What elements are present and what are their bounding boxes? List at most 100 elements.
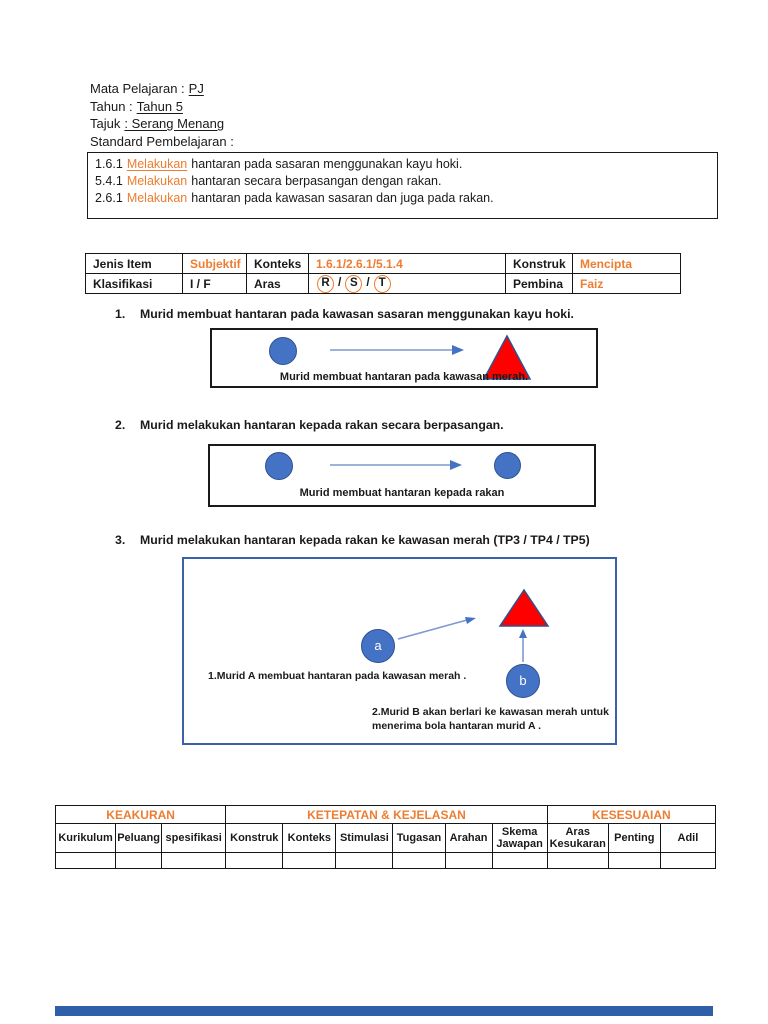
diagram-shapes (397, 588, 550, 662)
cell-pembina: Pembina (505, 273, 573, 294)
empty-cell (659, 852, 717, 869)
empty-cell (444, 852, 493, 869)
cell-jenis-item: Jenis Item (85, 253, 183, 274)
exercise-box-3: a b 1.Murid A membuat hantaran pada kawa… (182, 557, 617, 745)
aras-letter-s: S (345, 274, 363, 293)
col-adil: Adil (659, 823, 717, 853)
pass-arrow-icon (465, 617, 476, 624)
year-line: Tahun :Tahun 5 (90, 98, 234, 116)
pass-arrow-icon (330, 460, 462, 470)
col-stimulasi: Stimulasi (335, 823, 394, 853)
col-konstruk: Konstruk (225, 823, 284, 853)
group-kesesuaian: KESESUAIAN (546, 805, 717, 824)
cell-aras: Aras (246, 273, 309, 294)
student-circle-icon (494, 452, 521, 479)
standard-code: 1.6.1 (95, 157, 123, 171)
cell-subjektif: Subjektif (182, 253, 247, 274)
empty-cell (115, 852, 163, 869)
standards-line: Standard Pembelajaran : (90, 133, 234, 151)
empty-cell (161, 852, 227, 869)
item-1-heading: 1. Murid membuat hantaran pada kawasan sa… (115, 307, 574, 321)
cell-konstruk: Konstruk (505, 253, 573, 274)
item-number: 3. (115, 533, 126, 547)
col-aras-kesukaran: Aras Kesukaran (546, 823, 609, 853)
col-spesifikasi: spesifikasi (161, 823, 227, 853)
group-ketepatan: KETEPATAN & KEJELASAN (225, 805, 548, 824)
standard-text: hantaran pada sasaran menggunakan kayu h… (191, 157, 463, 171)
note-1: 1.Murid A membuat hantaran pada kawasan … (208, 670, 467, 682)
item-text: Murid melakukan hantaran kepada rakan se… (140, 418, 504, 432)
aras-letter-t: T (373, 274, 391, 293)
col-konteks: Konteks (282, 823, 337, 853)
separator: / (366, 274, 370, 289)
subject-value: PJ (188, 81, 204, 96)
target-triangle-icon (498, 588, 550, 627)
box-caption: Murid membuat hantaran kepada rakan (299, 487, 505, 499)
rubric-table: KEAKURAN KETEPATAN & KEJELASAN KESESUAIA… (54, 805, 717, 869)
item-number: 1. (115, 307, 126, 321)
title-line: Tajuk: Serang Menang (90, 115, 234, 133)
empty-cell (335, 852, 394, 869)
cell-klasifikasi-value: I / F (182, 273, 247, 294)
separator: / (338, 274, 342, 289)
student-b-circle: b (506, 664, 540, 698)
note-2-line2: menerima bola hantaran murid A . (372, 720, 542, 732)
empty-cell (607, 852, 661, 869)
empty-cell (491, 852, 548, 869)
item-2-heading: 2.Murid melakukan hantaran kepada rakan … (115, 418, 504, 432)
subject-line: Mata Pelajaran :PJ (90, 80, 234, 98)
empty-cell (225, 852, 284, 869)
note-2-line1: 2.Murid B akan berlari ke kawasan merah … (372, 706, 609, 718)
run-arrow-icon (519, 629, 527, 638)
cell-konteks-value: 1.6.1/2.6.1/5.1.4 (308, 253, 506, 274)
empty-cell (546, 852, 609, 869)
cell-konstruk-value: Mencipta (572, 253, 681, 274)
cell-aras-value: R/S/T (308, 273, 506, 294)
item-text: Murid membuat hantaran pada kawasan sasa… (140, 307, 574, 321)
table-row: Jenis Item Subjektif Konteks 1.6.1/2.6.1… (85, 253, 681, 274)
student-circle-icon (265, 452, 293, 480)
standard-code: 5.4.1 (95, 174, 123, 188)
col-kurikulum: Kurikulum (54, 823, 117, 853)
table-row: Klasifikasi I / F Aras R/S/T Pembina Fai… (85, 273, 681, 294)
col-penting: Penting (607, 823, 661, 853)
student-circle-icon (269, 337, 297, 365)
cell-klasifikasi: Klasifikasi (85, 273, 183, 294)
col-tugasan: Tugasan (392, 823, 446, 853)
pass-arrow-icon (330, 334, 532, 380)
rubric-empty-row (54, 852, 717, 869)
next-page-edge (55, 1006, 713, 1016)
exercise-box-1: Murid membuat hantaran pada kawasan mera… (210, 328, 598, 388)
standards-label: Standard Pembelajaran : (90, 133, 234, 149)
student-a-circle: a (361, 629, 395, 663)
col-skema-jawapan: Skema Jawapan (491, 823, 548, 853)
standard-verb: Melakukan (126, 191, 188, 205)
box-caption: Murid membuat hantaran pada kawasan mera… (279, 371, 529, 383)
rubric-header-row: Kurikulum Peluang spesifikasi Konstruk K… (54, 823, 717, 853)
col-peluang: Peluang (115, 823, 163, 853)
item-info-table: Jenis Item Subjektif Konteks 1.6.1/2.6.1… (85, 253, 681, 294)
rubric-group-row: KEAKURAN KETEPATAN & KEJELASAN KESESUAIA… (54, 805, 717, 824)
standard-verb: Melakukan (126, 174, 188, 188)
target-triangle-icon (482, 334, 532, 380)
exercise-box-2: Murid membuat hantaran kepada rakan (208, 444, 596, 507)
document-header: Mata Pelajaran :PJ Tahun :Tahun 5 Tajuk:… (90, 80, 234, 150)
empty-cell (392, 852, 446, 869)
standard-text: hantaran secara berpasangan dengan rakan… (191, 174, 442, 188)
cell-konteks: Konteks (246, 253, 309, 274)
group-keakuran: KEAKURAN (54, 805, 227, 824)
standard-code: 2.6.1 (95, 191, 123, 205)
year-label: Tahun : (90, 98, 133, 114)
subject-label: Mata Pelajaran : (90, 81, 185, 96)
col-arahan: Arahan (444, 823, 493, 853)
standard-text: hantaran pada kawasan sasaran dan juga p… (191, 191, 494, 205)
cell-pembina-value: Faiz (572, 273, 681, 294)
item-3-heading: 3.Murid melakukan hantaran kepada rakan … (115, 533, 590, 547)
title-label: Tajuk (90, 116, 121, 131)
standard-verb: Melakukan (126, 157, 188, 171)
